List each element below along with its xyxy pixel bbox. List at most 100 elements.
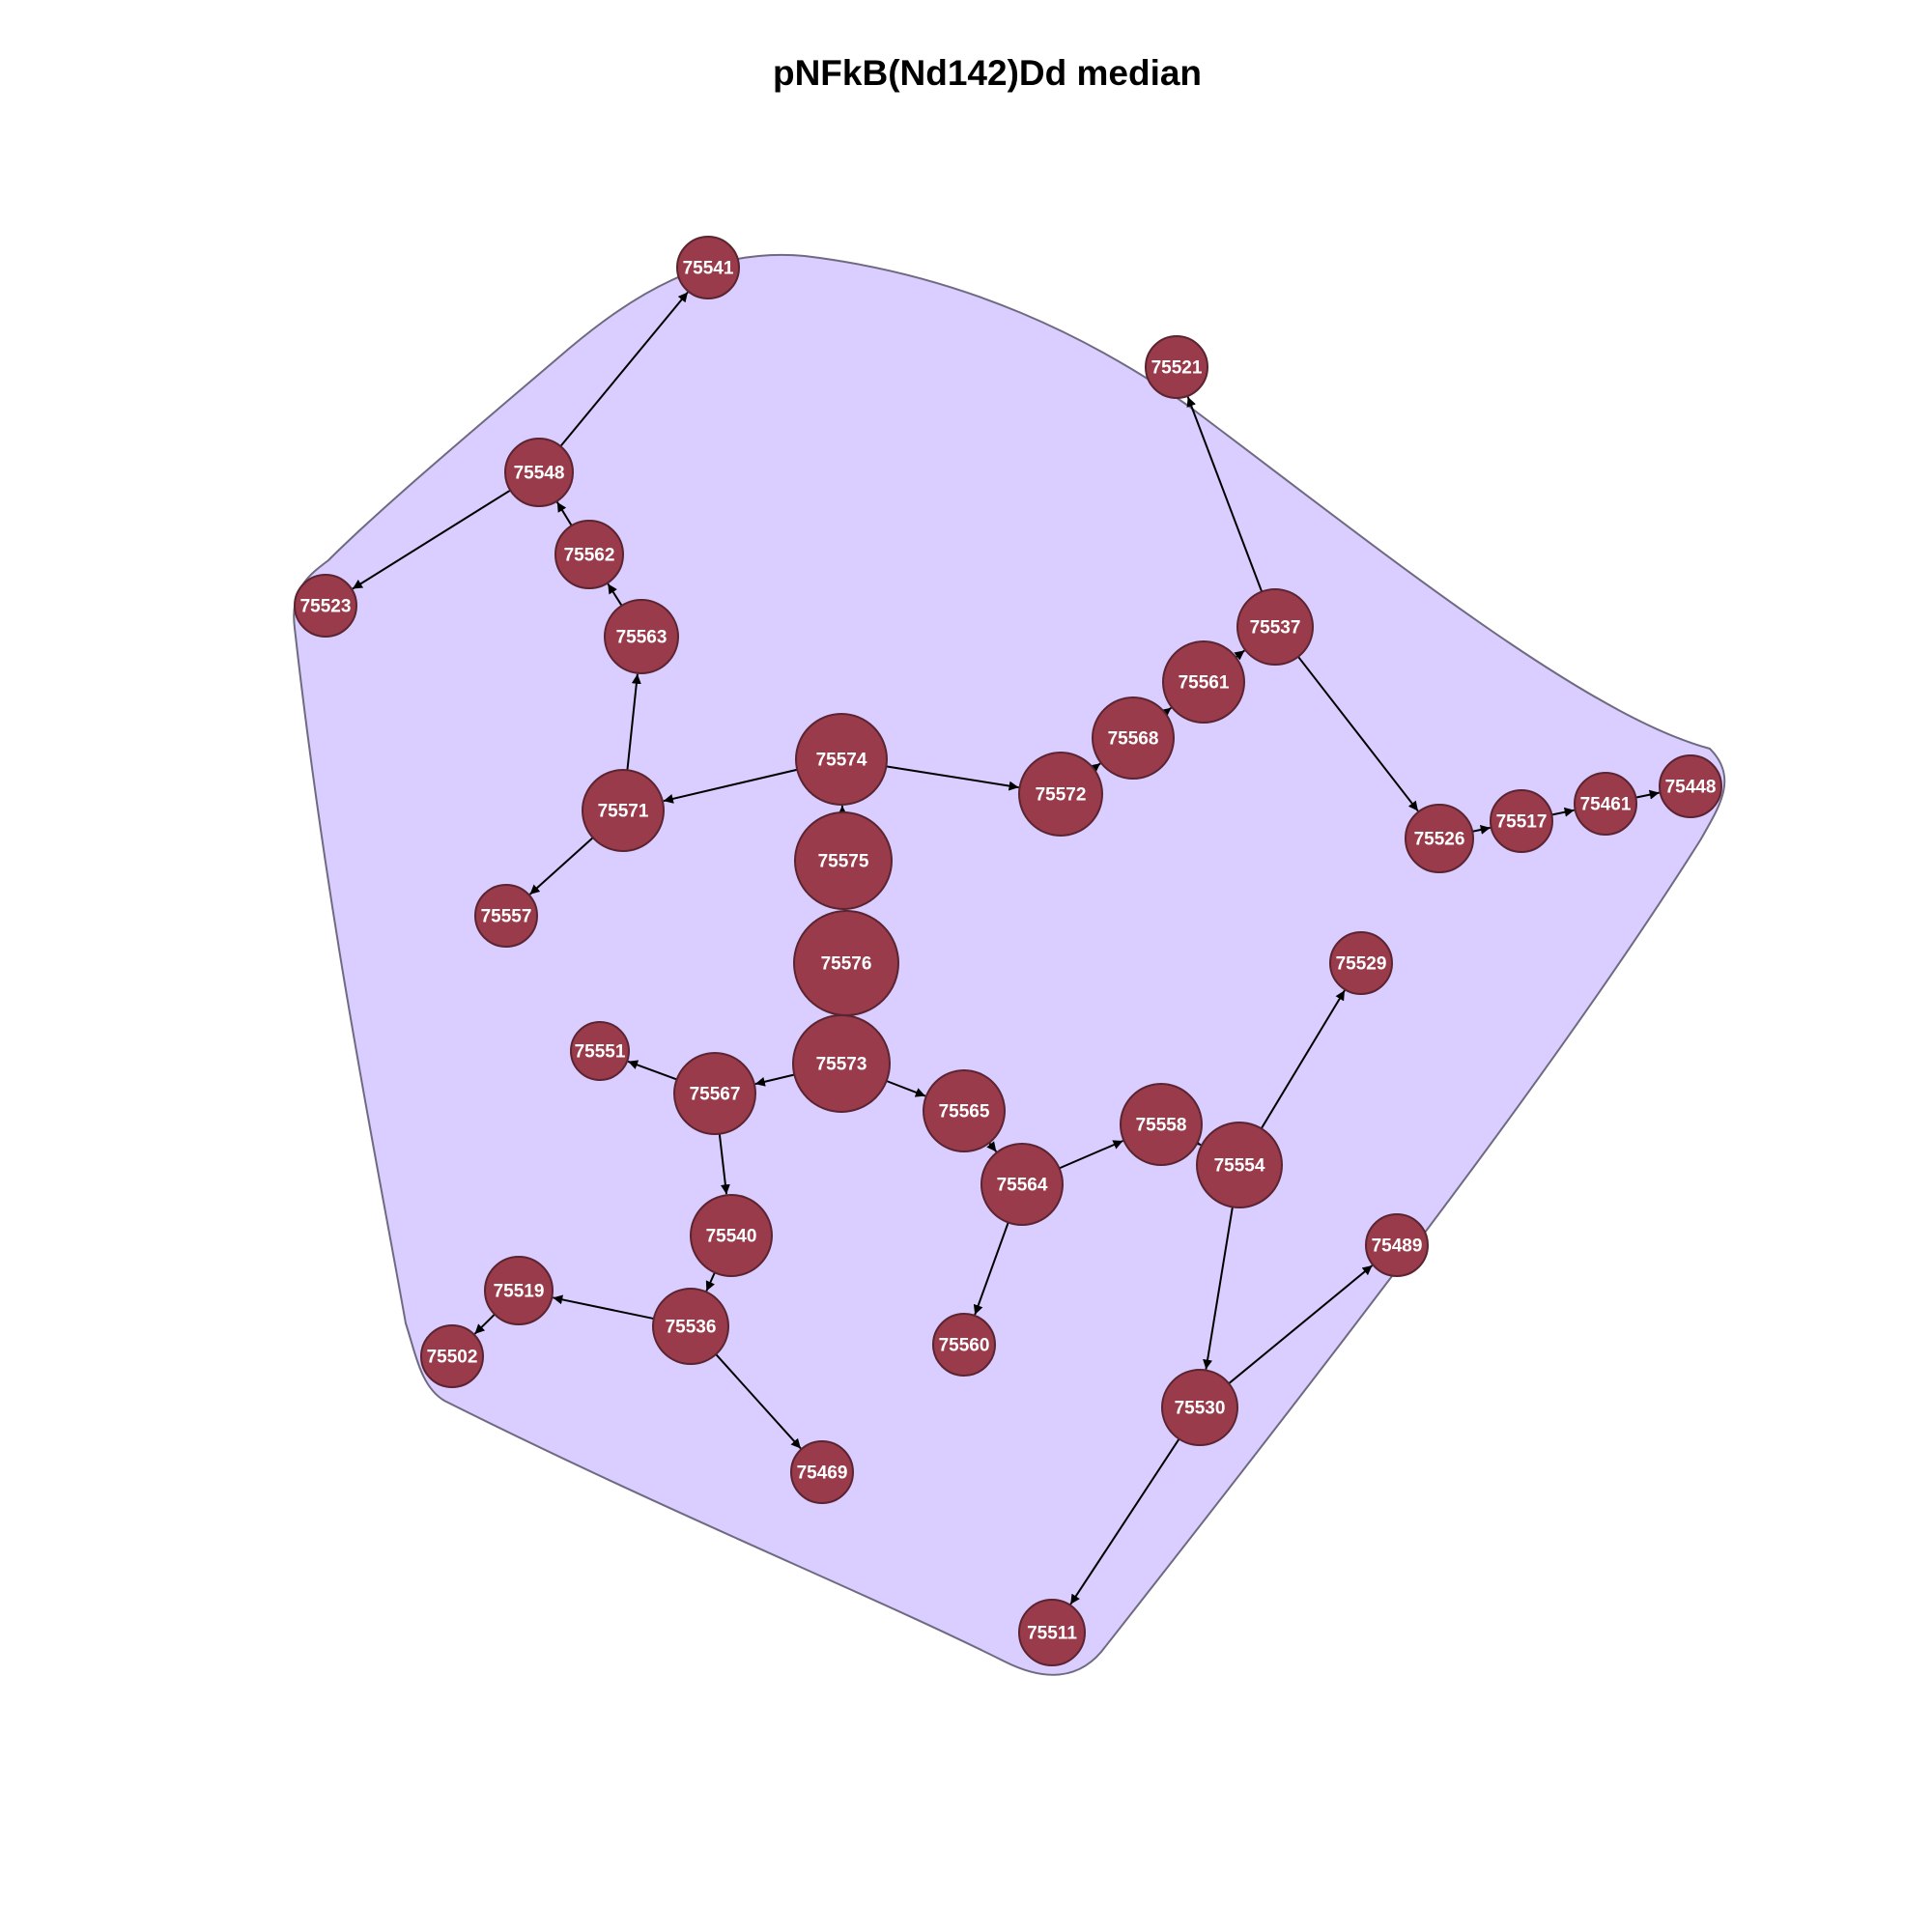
node-75519: 75519 (484, 1256, 554, 1325)
node-circle (652, 1288, 729, 1365)
node-circle (792, 1014, 891, 1113)
node-circle (923, 1069, 1006, 1152)
node-label: 75502 (427, 1348, 478, 1368)
node-75564: 75564 (980, 1143, 1064, 1226)
node-label: 75448 (1665, 778, 1717, 798)
edge-75563-75562 (607, 582, 623, 607)
edge-75461-75448 (1635, 789, 1660, 800)
node-label: 75511 (1027, 1624, 1077, 1644)
node-label: 75573 (816, 1055, 867, 1075)
node-circle (294, 574, 357, 638)
node-label: 75489 (1372, 1236, 1423, 1257)
node-label: 75461 (1580, 795, 1632, 815)
node-circle (582, 769, 665, 852)
edge-75537-75521 (1186, 396, 1264, 592)
edge-75517-75461 (1551, 807, 1575, 817)
edge-75536-75519 (553, 1294, 655, 1321)
edge-75573-75565 (886, 1080, 926, 1097)
node-circle (1365, 1213, 1429, 1277)
node-75536: 75536 (652, 1288, 729, 1365)
node-75576: 75576 (793, 910, 899, 1016)
node-label: 75565 (939, 1102, 990, 1122)
edge-75571-75563 (626, 673, 641, 771)
node-75541: 75541 (676, 236, 740, 299)
node-circle (1196, 1122, 1283, 1208)
node-label: 75560 (939, 1336, 990, 1356)
edge-75530-75489 (1228, 1264, 1374, 1384)
node-75521: 75521 (1145, 335, 1208, 399)
node-75540: 75540 (690, 1194, 773, 1277)
node-circle (690, 1194, 773, 1277)
node-circle (1490, 789, 1553, 853)
node-label: 75548 (514, 464, 565, 484)
node-label: 75561 (1179, 673, 1230, 694)
node-label: 75572 (1036, 785, 1087, 806)
node-circle (570, 1021, 630, 1081)
edge-75565-75564 (986, 1141, 998, 1152)
node-75567: 75567 (673, 1052, 756, 1135)
node-label: 75519 (494, 1282, 545, 1302)
node-circle (980, 1143, 1064, 1226)
node-label: 75568 (1108, 729, 1159, 750)
edge-75572-75568 (1090, 762, 1101, 774)
node-75502: 75502 (420, 1324, 484, 1388)
node-75489: 75489 (1365, 1213, 1429, 1277)
edge-75537-75526 (1297, 656, 1419, 812)
node-75561: 75561 (1162, 640, 1245, 724)
node-75529: 75529 (1329, 931, 1393, 995)
node-circle (673, 1052, 756, 1135)
node-label: 75562 (564, 546, 615, 566)
node-circle (1161, 1369, 1238, 1446)
node-label: 75563 (616, 628, 668, 648)
node-75530: 75530 (1161, 1369, 1238, 1446)
node-75469: 75469 (790, 1440, 854, 1504)
node-label: 75564 (997, 1176, 1048, 1196)
node-circle (676, 236, 740, 299)
node-label: 75541 (683, 259, 734, 279)
node-label: 75537 (1250, 618, 1301, 639)
node-label: 75571 (598, 802, 649, 822)
node-75575: 75575 (794, 811, 893, 910)
node-75526: 75526 (1405, 804, 1474, 873)
edge-75562-75548 (555, 501, 573, 526)
node-75537: 75537 (1236, 588, 1314, 666)
node-circle (795, 713, 888, 806)
edge-75567-75551 (627, 1060, 677, 1081)
node-circle (604, 599, 679, 674)
edge-75573-75567 (754, 1073, 795, 1087)
node-circle (554, 520, 624, 589)
edge-75530-75511 (1069, 1438, 1180, 1605)
node-label: 75523 (300, 597, 352, 617)
node-label: 75469 (797, 1463, 848, 1484)
node-75517: 75517 (1490, 789, 1553, 853)
node-75571: 75571 (582, 769, 665, 852)
node-75511: 75511 (1018, 1599, 1086, 1666)
node-circle (1329, 931, 1393, 995)
node-75560: 75560 (932, 1313, 996, 1377)
edge-75564-75560 (973, 1222, 1009, 1316)
node-75572: 75572 (1018, 752, 1103, 837)
node-label: 75574 (816, 751, 867, 771)
node-label: 75557 (481, 907, 532, 927)
node-circle (1018, 752, 1103, 837)
node-circle (1236, 588, 1314, 666)
node-75563: 75563 (604, 599, 679, 674)
edge-75526-75517 (1472, 825, 1491, 835)
node-label: 75558 (1136, 1116, 1187, 1136)
node-circle (790, 1440, 854, 1504)
edge-75554-75530 (1203, 1207, 1234, 1370)
node-label: 75529 (1336, 954, 1387, 975)
node-75548: 75548 (504, 438, 574, 507)
edge-75561-75537 (1234, 649, 1245, 661)
node-circle (1092, 696, 1175, 780)
node-75523: 75523 (294, 574, 357, 638)
edge-75574-75572 (886, 765, 1019, 791)
node-75565: 75565 (923, 1069, 1006, 1152)
node-circle (1120, 1083, 1203, 1166)
node-label: 75521 (1151, 358, 1203, 379)
node-circle (474, 884, 538, 948)
edge-75536-75469 (715, 1353, 802, 1450)
edges-layer (352, 291, 1660, 1605)
node-75551: 75551 (570, 1021, 630, 1081)
